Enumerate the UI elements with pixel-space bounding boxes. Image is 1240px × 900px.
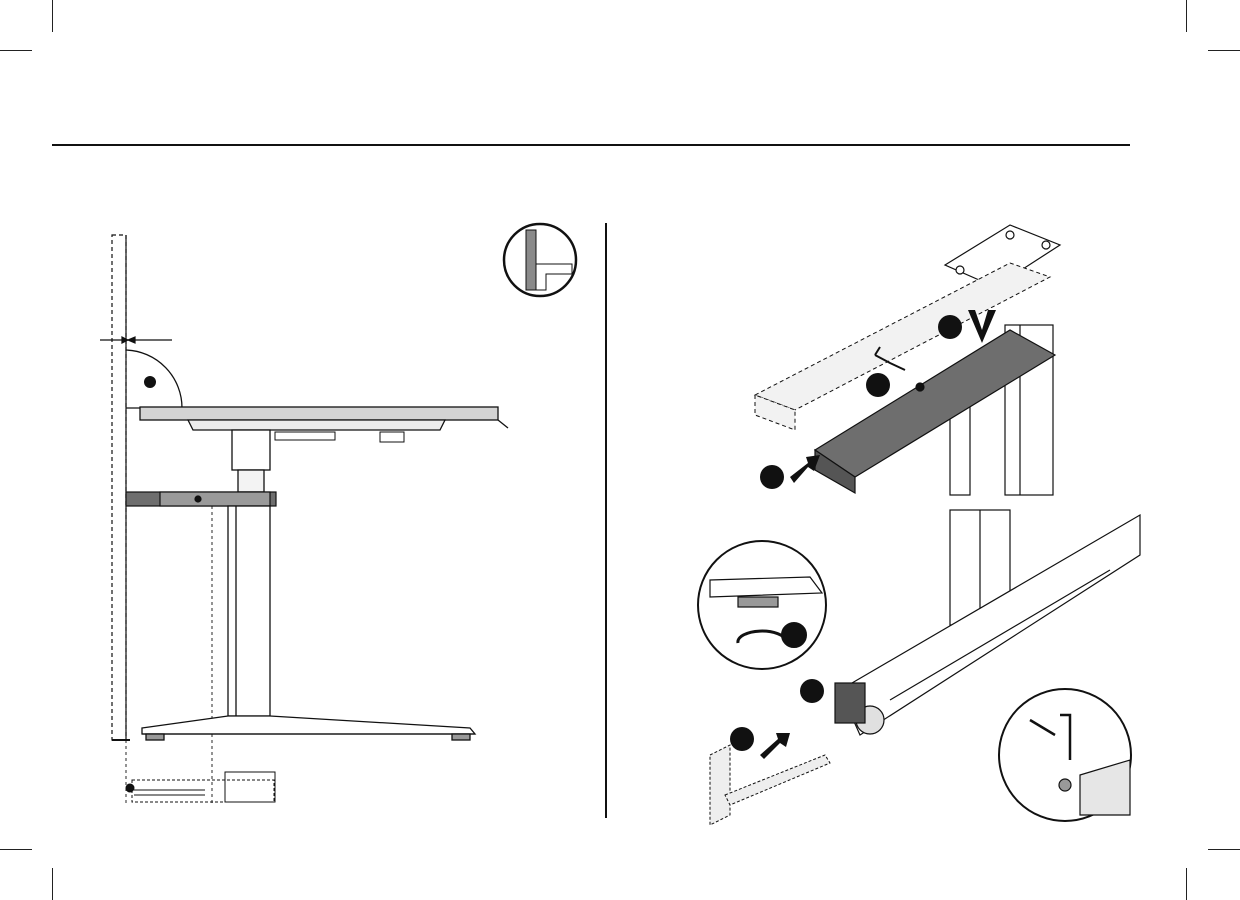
callout-step-a [144, 376, 156, 388]
alignment-guide [126, 506, 212, 805]
callout-step-3 [760, 465, 784, 489]
crop-mark [52, 0, 53, 32]
crop-mark [0, 849, 32, 850]
clearance-dimension [100, 337, 172, 343]
crop-mark [0, 50, 32, 51]
crossbar [126, 492, 276, 506]
assembly-steps-figure [610, 215, 1240, 825]
callout-step-2 [866, 373, 890, 397]
wall-outline [112, 235, 130, 740]
base-foot [142, 716, 475, 740]
side-elevation-drawing [60, 220, 605, 820]
leveler-detail-magnifier [698, 541, 826, 669]
corner-detail-magnifier [500, 220, 580, 300]
header-rule [52, 144, 1130, 146]
crop-mark [1208, 50, 1240, 51]
screw-detail-magnifier [999, 689, 1131, 821]
desktop-top [140, 407, 508, 430]
column-lower [228, 506, 270, 716]
side-elevation-figure [60, 220, 605, 820]
callout-step-1 [938, 315, 962, 339]
crop-mark [52, 868, 53, 900]
panel-divider [605, 223, 607, 818]
assembly-drawing [610, 215, 1240, 825]
crop-mark [1186, 868, 1187, 900]
wall-bracket-ghost [710, 745, 830, 825]
wall-bracket-detail [126, 772, 275, 802]
crop-mark [1186, 0, 1187, 32]
column-upper [232, 430, 270, 492]
callout-step-5 [730, 727, 754, 751]
callout-step-4 [800, 679, 824, 703]
crop-mark [1208, 849, 1240, 850]
